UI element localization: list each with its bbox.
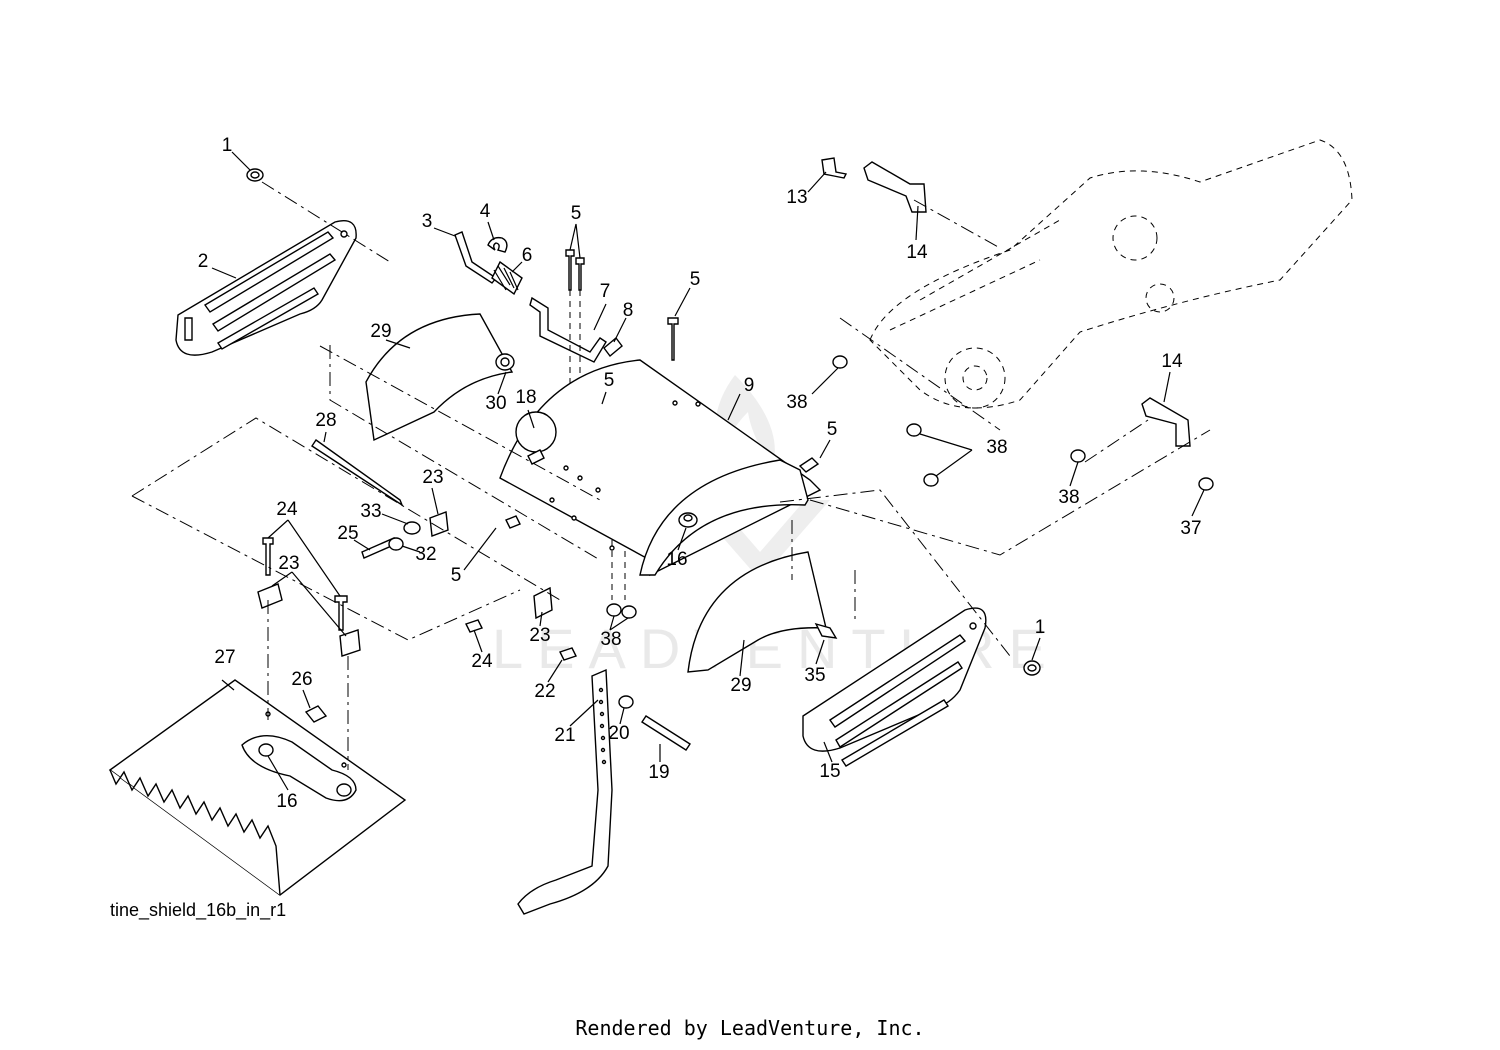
part-30-nut (495, 353, 515, 371)
callout-13: 13 (786, 187, 807, 208)
callout-6: 6 (522, 245, 533, 266)
callout-19: 19 (648, 762, 669, 783)
part-23-bracket-c (533, 586, 553, 620)
callout-5: 5 (827, 419, 838, 440)
part-9-tine-shield (499, 359, 822, 577)
callout-5: 5 (451, 565, 462, 586)
part-21-depth-bar (517, 668, 613, 915)
part-16-link-plate (241, 735, 357, 802)
part-16-spacer (678, 512, 698, 528)
part-37-nut (1198, 477, 1214, 491)
part-38-nuts-center (606, 603, 637, 619)
part-1-nut (246, 168, 264, 182)
part-32-nut (388, 537, 404, 551)
assembly-lines (131, 181, 1211, 770)
callout-29: 29 (370, 321, 391, 342)
callout-32: 32 (415, 544, 436, 565)
callout-21: 21 (554, 725, 575, 746)
part-5-bolts (505, 249, 820, 529)
part-15-side-plate (802, 607, 987, 767)
callout-16: 16 (666, 549, 687, 570)
part-24-bolt-c (465, 619, 483, 633)
gear-case-reference (869, 139, 1353, 409)
callout-7: 7 (600, 281, 611, 302)
diagram-code-label: tine_shield_16b_in_r1 (110, 900, 287, 920)
callout-14: 14 (1161, 351, 1183, 372)
callout-5: 5 (571, 203, 582, 224)
part-8-spring (603, 336, 623, 358)
part-20-nut (618, 695, 634, 709)
callout-27: 27 (214, 647, 235, 668)
part-6-spring (491, 260, 523, 296)
callout-16: 16 (276, 791, 297, 812)
part-18-bolt (527, 449, 545, 465)
footer-credit: Rendered by LeadVenture, Inc. (575, 1016, 925, 1040)
part-7-bracket (529, 296, 607, 363)
callout-24: 24 (471, 651, 493, 672)
part-13-bolt (821, 157, 848, 179)
leader-lines (211, 151, 1205, 791)
callout-30: 30 (485, 393, 506, 414)
callout-18: 18 (515, 387, 536, 408)
callout-23: 23 (422, 467, 443, 488)
part-28-rod (311, 439, 404, 507)
callout-8: 8 (623, 300, 634, 321)
part-23-bracket-d (339, 629, 361, 657)
callout-24: 24 (276, 499, 298, 520)
part-23-bracket-b (257, 583, 283, 609)
callout-37: 37 (1180, 518, 1201, 539)
part-14-bracket-right (1141, 397, 1191, 447)
part-33-washer (403, 521, 421, 535)
part-38-nuts-right (832, 355, 1086, 487)
part-19-pin (641, 715, 691, 751)
part-3-pin (454, 231, 498, 284)
callout-3: 3 (422, 211, 433, 232)
callout-1: 1 (1035, 617, 1046, 638)
callout-1: 1 (222, 135, 233, 156)
callout-14: 14 (906, 242, 928, 263)
part-14-bracket-top (863, 161, 927, 213)
callout-28: 28 (315, 410, 336, 431)
callout-38: 38 (786, 392, 807, 413)
part-22-bolt (559, 647, 577, 661)
part-29-side-disc-right (687, 551, 827, 673)
callout-4: 4 (480, 201, 491, 222)
part-24-bolt-a (262, 537, 274, 576)
callout-29: 29 (730, 675, 751, 696)
callout-38: 38 (986, 437, 1007, 458)
callout-5: 5 (690, 269, 701, 290)
part-2-side-plate (175, 220, 357, 356)
callout-15: 15 (819, 761, 840, 782)
callout-38: 38 (1058, 487, 1079, 508)
callout-23: 23 (529, 625, 550, 646)
callout-2: 2 (198, 251, 209, 272)
callout-33: 33 (360, 501, 381, 522)
callout-38: 38 (600, 629, 621, 650)
callout-22: 22 (534, 681, 555, 702)
part-4-clip (487, 236, 508, 253)
callout-35: 35 (804, 665, 825, 686)
part-27-flap (108, 679, 407, 896)
callout-25: 25 (337, 523, 358, 544)
part-35-bolt (814, 622, 838, 639)
part-26-label (304, 705, 328, 723)
callout-23: 23 (278, 553, 299, 574)
callout-26: 26 (291, 669, 312, 690)
part-1-nut-right (1023, 660, 1041, 676)
part-24-bolt-b (334, 595, 348, 631)
callout-5: 5 (604, 370, 615, 391)
callout-9: 9 (744, 375, 755, 396)
callouts: 1 2 3 4 5 6 7 8 5 29 30 18 5 9 5 28 23 3… (198, 135, 1202, 812)
callout-20: 20 (608, 723, 629, 744)
